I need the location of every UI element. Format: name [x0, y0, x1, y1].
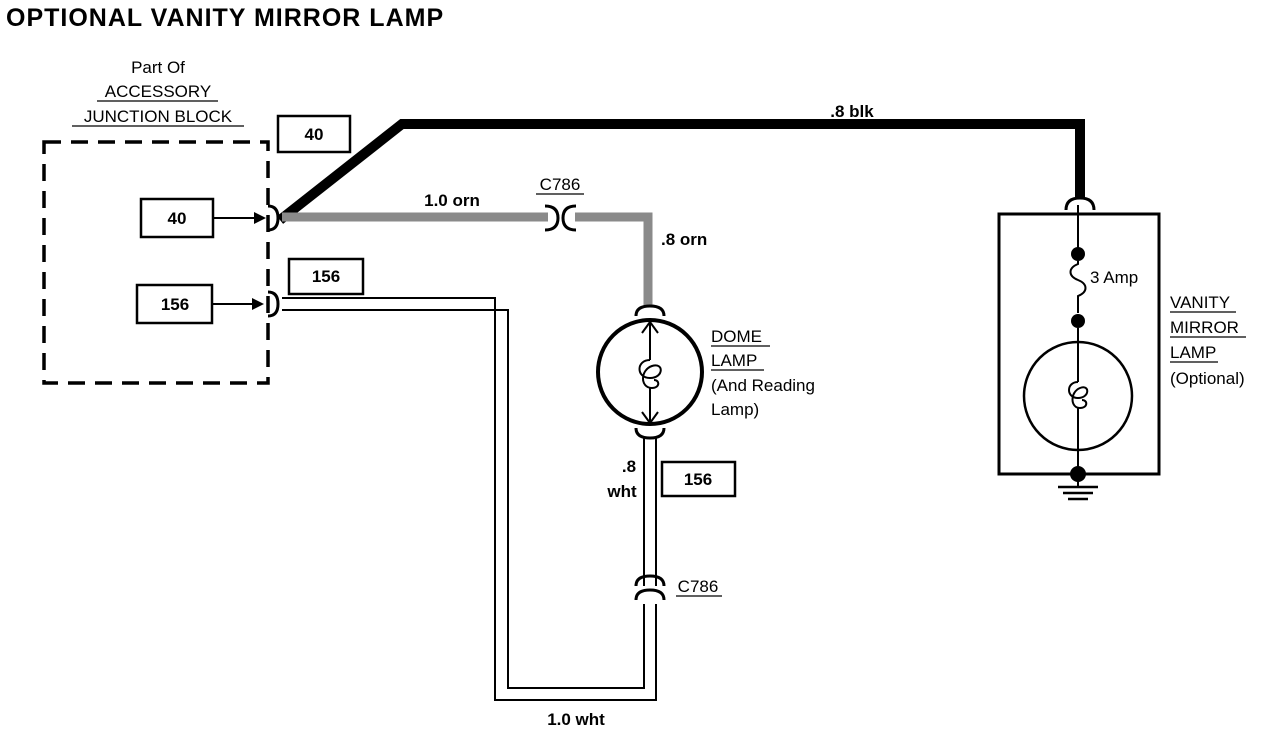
- junction-pin-40: [267, 204, 280, 232]
- connector-c786-lower-label: C786: [678, 577, 719, 596]
- circuit-40-top-label: 40: [305, 125, 324, 144]
- connector-c786-upper-label: C786: [540, 175, 581, 194]
- dome-lamp-symbol: [596, 304, 704, 440]
- vanity-lamp-label-4: (Optional): [1170, 369, 1245, 388]
- fuse-symbol: [1069, 261, 1087, 313]
- ground-terminal: [1070, 466, 1086, 482]
- wire-orange-drop: [575, 212, 653, 306]
- vanity-lamp-connector: [1064, 196, 1096, 211]
- wire-white-drop-label-b: wht: [606, 482, 637, 501]
- diagram-title: OPTIONAL VANITY MIRROR LAMP: [6, 4, 444, 32]
- circuit-40-block-label: 40: [168, 209, 187, 228]
- circuit-box-40-top: 40: [276, 114, 352, 154]
- circuit-box-156-mid: 156: [660, 460, 737, 498]
- circuit-box-156-block: 156: [135, 283, 214, 325]
- junction-label-line1: Part Of: [131, 58, 185, 77]
- vanity-lamp-bulb: [1022, 328, 1134, 468]
- fuse-terminal-top: [1071, 247, 1085, 261]
- fuse-label: 3 Amp: [1090, 268, 1138, 287]
- dome-lamp-label-1: DOME: [711, 327, 762, 346]
- ground-icon: [1058, 480, 1098, 501]
- arrow-156: [212, 298, 264, 310]
- fuse-terminal-bottom: [1071, 314, 1085, 328]
- dome-lamp-label-2: LAMP: [711, 351, 757, 370]
- junction-label-line3: JUNCTION BLOCK: [84, 107, 233, 126]
- circuit-156-block-label: 156: [161, 295, 189, 314]
- wire-white-outer: [282, 297, 657, 701]
- dome-lamp-label-4: Lamp): [711, 400, 759, 419]
- circuit-156-mid-label: 156: [684, 470, 712, 489]
- vanity-lamp-label-2: MIRROR: [1170, 318, 1239, 337]
- circuit-box-156-top: 156: [287, 257, 365, 296]
- junction-pin-156: [267, 290, 280, 318]
- junction-label-line2: ACCESSORY: [105, 82, 211, 101]
- wire-orange-drop-label: .8 orn: [661, 230, 707, 249]
- connector-c786-lower: [634, 574, 666, 601]
- wire-white-bottom-label: 1.0 wht: [547, 710, 605, 729]
- wire-white-drop-label-a: .8: [622, 457, 636, 476]
- wire-black-label: .8 blk: [830, 102, 874, 121]
- connector-c786-upper: [544, 204, 577, 232]
- circuit-box-40-block: 40: [139, 197, 215, 239]
- arrow-40: [213, 212, 266, 224]
- dome-lamp-label-3: (And Reading: [711, 376, 815, 395]
- wire-black: [276, 119, 1085, 224]
- wire-orange-main-label: 1.0 orn: [424, 191, 480, 210]
- circuit-156-top-label: 156: [312, 267, 340, 286]
- vanity-lamp-label-3: LAMP: [1170, 343, 1216, 362]
- vanity-lamp-label-1: VANITY: [1170, 293, 1230, 312]
- junction-block-outline: [42, 140, 270, 385]
- wire-white-inner: [282, 309, 645, 689]
